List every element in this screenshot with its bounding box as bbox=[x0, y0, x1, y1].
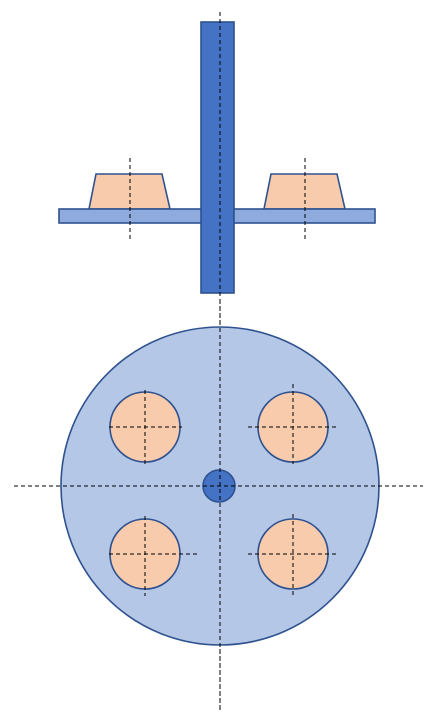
crosshair-upper-right bbox=[248, 384, 336, 464]
side-shaft bbox=[200, 21, 235, 294]
crosshair-upper-left bbox=[109, 390, 182, 465]
top-view bbox=[14, 300, 423, 712]
crosshair-lower-right bbox=[248, 514, 336, 596]
crosshair-lower-left bbox=[109, 516, 197, 596]
side-view bbox=[58, 12, 376, 712]
